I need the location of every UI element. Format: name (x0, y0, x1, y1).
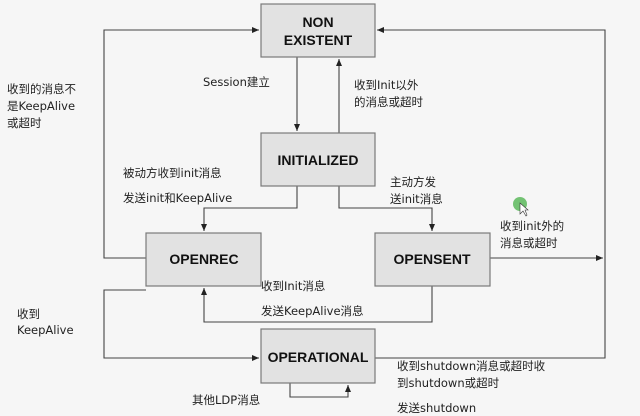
label-shutdown-3: 发送shutdown (397, 401, 476, 415)
state-initialized: INITIALIZED (260, 132, 376, 187)
label-session: Session建立 (203, 75, 270, 89)
label-not-keepalive-1: 收到的消息不 (7, 82, 76, 96)
label-recv-init-2: 发送KeepAlive消息 (261, 304, 364, 318)
arrow-operational-self-loop (289, 383, 351, 398)
label-active-2: 送init消息 (390, 192, 443, 206)
label-recv-init-1: 收到Init消息 (261, 279, 325, 293)
state-label: OPENSENT (393, 251, 470, 267)
state-label: EXISTENT (284, 32, 353, 48)
state-opensent: OPENSENT (374, 232, 491, 287)
state-operational: OPERATIONAL (260, 328, 376, 384)
arrow-init-to-openrec (201, 186, 298, 231)
label-opensent-other-1: 收到init外的 (500, 219, 564, 233)
label-not-keepalive-3: 或超时 (7, 116, 42, 130)
label-passive-1: 被动方收到init消息 (123, 166, 222, 180)
label-shutdown-1: 收到shutdown消息或超时收 (397, 359, 546, 373)
state-label: INITIALIZED (278, 152, 359, 168)
label-other-ldp: 其他LDP消息 (192, 393, 260, 407)
label-recv-keepalive-1: 收到 (17, 307, 40, 321)
arrow-right-loop-to-nonexistent (375, 27, 606, 359)
label-not-keepalive-2: 是KeepAlive (7, 99, 75, 113)
arrow-opensent-to-openrec (201, 286, 433, 323)
state-label: OPENREC (169, 251, 238, 267)
label-init-other-1: 收到Init以外 (354, 78, 419, 92)
state-label: OPERATIONAL (268, 349, 369, 365)
state-label: NON (302, 14, 333, 30)
label-opensent-other-2: 消息或超时 (500, 236, 558, 250)
arrow-openrec-to-nonexistent (103, 27, 259, 259)
label-passive-2: 发送init和KeepAlive (123, 191, 232, 205)
label-active-1: 主动方发 (390, 175, 436, 189)
state-openrec: OPENREC (145, 232, 262, 287)
label-recv-keepalive-2: KeepAlive (17, 323, 74, 337)
arrow-init-to-opensent (338, 186, 435, 231)
label-init-other-2: 的消息或超时 (354, 95, 423, 109)
mouse-pointer-icon (519, 202, 529, 217)
label-shutdown-2: 到shutdown或超时 (397, 376, 500, 390)
state-non-existent: NON EXISTENT (260, 3, 376, 58)
arrow-openrec-to-operational (103, 289, 259, 361)
